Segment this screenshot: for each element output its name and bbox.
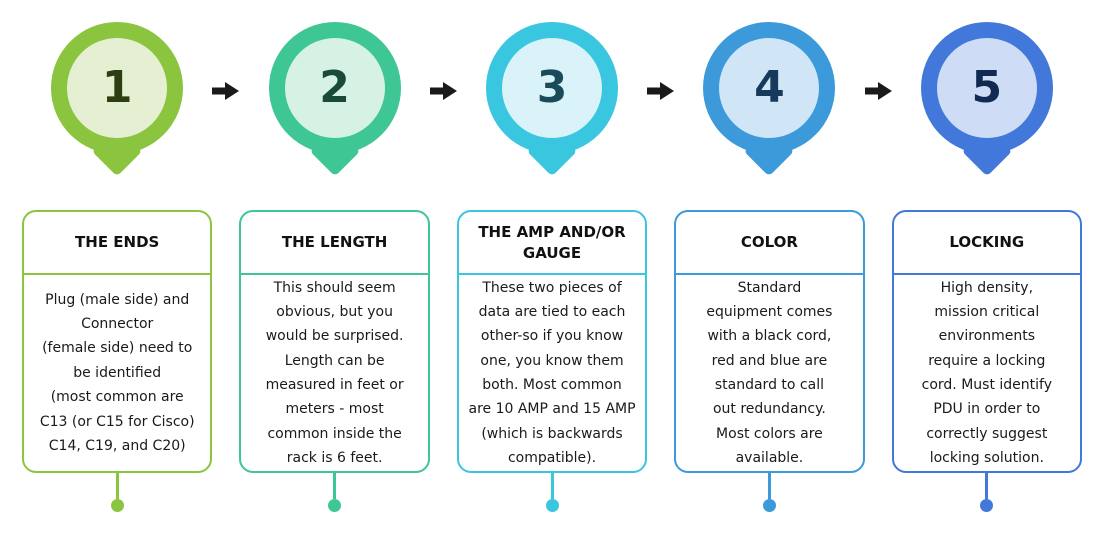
card-body: High density, mission critical environme… — [921, 279, 1052, 467]
step-1: 1 THE ENDS Plug (male side) and Connecto… — [22, 22, 213, 512]
card-title: THE AMP AND/OR GAUGE — [458, 212, 646, 275]
step-number: 1 — [101, 62, 133, 113]
marker-inner-circle: 2 — [284, 38, 385, 138]
card-body: This should seem obvious, but you would … — [265, 279, 404, 467]
step-4-marker: 4 — [703, 22, 836, 177]
card-title: LOCKING — [893, 212, 1081, 275]
connector-stem — [333, 473, 337, 499]
marker-inner-circle: 5 — [936, 38, 1037, 138]
marker-inner-circle: 3 — [502, 38, 603, 138]
steps-row: 1 THE ENDS Plug (male side) and Connecto… — [22, 22, 1083, 512]
step-3-marker: 3 — [486, 22, 619, 177]
step-2: 2 THE LENGTH This should seem obvious, b… — [239, 22, 430, 512]
step-1-card: THE ENDS Plug (male side) and Connector … — [22, 210, 213, 473]
connector-stem — [115, 473, 119, 499]
step-number: 5 — [971, 62, 1003, 113]
step-5-card: LOCKING High density, mission critical e… — [891, 210, 1083, 473]
connector-stem — [767, 473, 771, 499]
right-arrow-icon — [429, 82, 457, 100]
right-arrow-icon — [647, 82, 675, 100]
connector-dot — [328, 499, 342, 512]
card-title: THE LENGTH — [241, 212, 428, 275]
step-3-card: THE AMP AND/OR GAUGE These two pieces of… — [456, 210, 648, 473]
right-arrow-icon — [864, 82, 892, 100]
step-2-marker: 2 — [268, 22, 401, 177]
card-body: These two pieces of data are tied to eac… — [468, 279, 636, 467]
marker-inner-circle: 1 — [67, 38, 168, 138]
marker-inner-circle: 4 — [719, 38, 820, 138]
right-arrow-icon — [212, 82, 240, 100]
step-4: 4 COLOR Standard equipment comes with a … — [674, 22, 865, 512]
step-5: 5 LOCKING High density, mission critical… — [891, 22, 1083, 512]
step-2-card: THE LENGTH This should seem obvious, but… — [239, 210, 430, 473]
step-4-card: COLOR Standard equipment comes with a bl… — [674, 210, 865, 473]
step-5-marker: 5 — [920, 22, 1053, 177]
connector-dot — [545, 499, 559, 512]
card-title: THE ENDS — [24, 212, 211, 275]
step-1-marker: 1 — [51, 22, 184, 177]
connector-dot — [762, 499, 776, 512]
connector-stem — [985, 473, 989, 499]
connector-dot — [980, 499, 994, 512]
connector-dot — [110, 499, 124, 512]
card-body: Plug (male side) and Connector (female s… — [39, 291, 195, 454]
step-number: 4 — [754, 62, 785, 113]
connector-stem — [550, 473, 554, 499]
card-body: Standard equipment comes with a black co… — [706, 279, 833, 467]
step-3: 3 THE AMP AND/OR GAUGE These two pieces … — [456, 22, 648, 512]
card-title: COLOR — [676, 212, 863, 275]
step-number: 2 — [319, 62, 350, 113]
step-number: 3 — [536, 62, 568, 113]
